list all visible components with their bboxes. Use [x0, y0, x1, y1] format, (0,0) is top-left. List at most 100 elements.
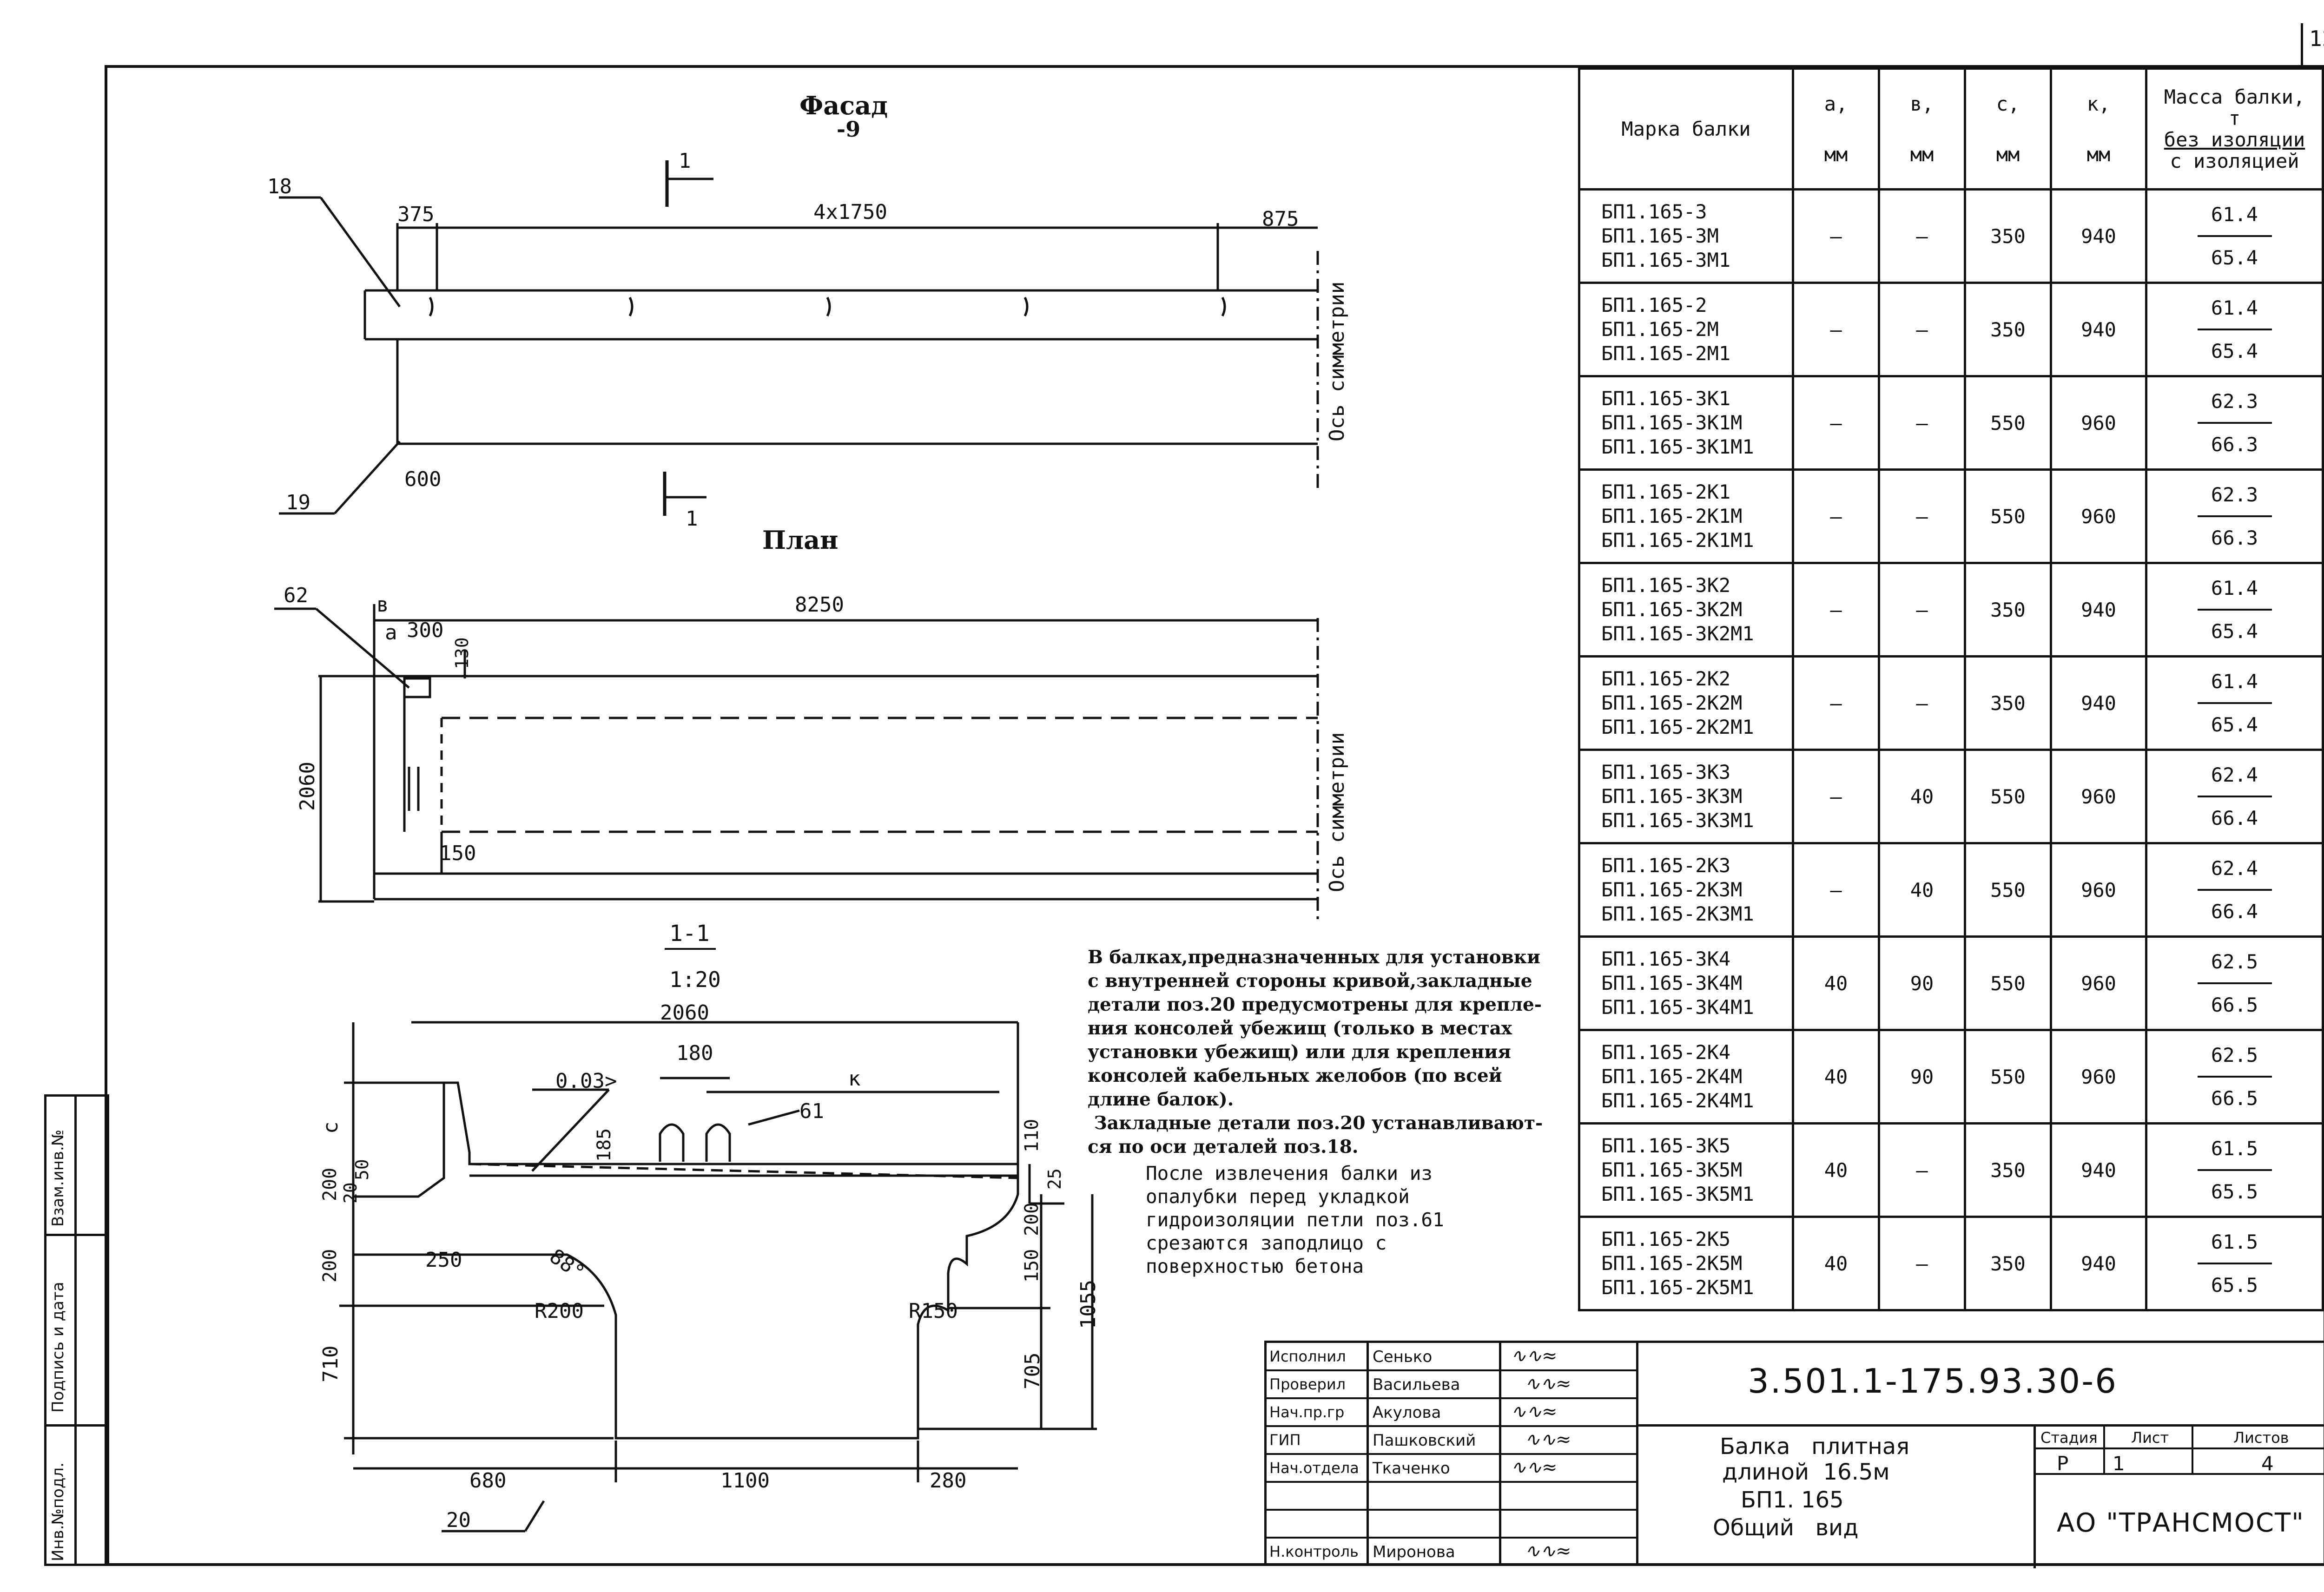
- stage-value: Р: [2057, 1452, 2069, 1475]
- stage-header: Стадия: [2040, 1429, 2098, 1447]
- cell-b: —: [1878, 282, 1966, 377]
- cell-k: 960: [2050, 1029, 2147, 1125]
- mass-with-insulation: 66.5: [2211, 1087, 2258, 1110]
- cell-k: 940: [2050, 655, 2147, 751]
- cell-c: 550: [1964, 935, 2052, 1031]
- cell-b: 90: [1878, 935, 1966, 1031]
- stamp-role: ГИП: [1269, 1431, 1301, 1449]
- mass-no-insulation: 61.4: [2197, 670, 2272, 704]
- col-c-label: с,: [1996, 92, 2020, 115]
- dim-r150: R150: [909, 1299, 958, 1323]
- cell-mark: БП1.165-3 БП1.165-3М БП1.165-3М1: [1578, 188, 1794, 284]
- cell-mark: БП1.165-2К1 БП1.165-2К1М БП1.165-2К1М1: [1578, 468, 1794, 564]
- dim-2060-section: 2060: [660, 1001, 709, 1025]
- col-k: к,мм: [2050, 67, 2147, 191]
- dim-150-plan: 150: [439, 842, 476, 865]
- sheet-header: Лист: [2131, 1429, 2169, 1447]
- mark-m1: БП1.165-3К4М1: [1601, 996, 1754, 1019]
- stamp-role: Исполнил: [1269, 1348, 1346, 1365]
- cell-k: 960: [2050, 842, 2147, 938]
- mass-with-insulation: 65.5: [2211, 1274, 2258, 1296]
- mass-no-insulation: 61.4: [2197, 577, 2272, 611]
- mark-m1: БП1.165-2К1М1: [1601, 529, 1754, 552]
- mass-no-insulation: 61.4: [2197, 296, 2272, 330]
- col-a: а,мм: [1792, 67, 1880, 191]
- table-row: БП1.165-3К3 БП1.165-3К3М БП1.165-3К3М1 —…: [1578, 749, 2324, 844]
- section-title-underline: [665, 948, 716, 950]
- cell-mass: 62.4 66.4: [2145, 749, 2324, 844]
- col-mass-no-insulation: без изоляции: [2164, 128, 2305, 151]
- cell-k: 960: [2050, 375, 2147, 471]
- cell-c: 550: [1964, 842, 2052, 938]
- mark-m1: БП1.165-3К5М1: [1601, 1183, 1754, 1205]
- doc-code: 3.501.1-175.93.30-6: [1748, 1362, 2118, 1401]
- mark-base: БП1.165-2: [1601, 294, 1707, 316]
- stamp-row-rule: [1267, 1481, 1636, 1483]
- sheets-value: 4: [2261, 1452, 2274, 1475]
- section-mark-bottom: 1: [686, 507, 698, 531]
- sidebar-replaced-inv: Взам.инв.№: [49, 1129, 67, 1227]
- plan-title: План: [762, 525, 838, 555]
- doc-desc-3: БП1. 165: [1741, 1487, 1844, 1513]
- col-mass-with-insulation: с изоляцией: [2170, 149, 2299, 172]
- mark-m: БП1.165-3К4М: [1601, 972, 1743, 994]
- doc-desc-1: Балка плитная: [1720, 1434, 1910, 1460]
- stamp-role: Нач.пр.гр: [1269, 1403, 1345, 1421]
- mark-m1: БП1.165-2К4М1: [1601, 1089, 1754, 1112]
- dim-250: 250: [425, 1248, 462, 1272]
- col-b-unit: мм: [1910, 143, 1934, 166]
- stamp-stage-rule-1: [2034, 1447, 2324, 1449]
- cell-mass: 61.4 65.4: [2145, 282, 2324, 377]
- mark-m: БП1.165-3К5М: [1601, 1158, 1743, 1181]
- dim-280: 280: [930, 1469, 967, 1493]
- cell-b: —: [1878, 468, 1966, 564]
- mass-no-insulation: 62.4: [2197, 857, 2272, 891]
- cell-b: 40: [1878, 842, 1966, 938]
- stamp-stage-col-2: [2192, 1424, 2193, 1473]
- mark-base: БП1.165-3К5: [1601, 1134, 1731, 1157]
- cell-mass: 62.5 66.5: [2145, 1029, 2324, 1125]
- slope-label: 0.03>: [555, 1069, 617, 1093]
- dim-4x1750: 4х1750: [813, 200, 887, 224]
- mass-with-insulation: 65.4: [2211, 340, 2258, 362]
- stamp-row-rule: [1267, 1397, 1636, 1399]
- stamp-row-rule: [1267, 1369, 1636, 1371]
- facade-subtitle: -9: [837, 117, 861, 142]
- doc-desc-2: длиной 16.5м: [1722, 1459, 1890, 1485]
- note-embedded-parts: В балках,предназначенных для установки с…: [1088, 947, 1543, 1158]
- stamp-name: Сенько: [1373, 1348, 1433, 1366]
- mark-m: БП1.165-2К3М: [1601, 878, 1743, 901]
- pos-19-label: 19: [286, 491, 310, 514]
- mass-no-insulation: 62.4: [2197, 763, 2272, 797]
- table-row: БП1.165-3К1 БП1.165-3К1М БП1.165-3К1М1 —…: [1578, 375, 2324, 471]
- dim-200-b: 200: [319, 1249, 341, 1283]
- sidebar-rule-1: [46, 1234, 107, 1236]
- signature-icon: ∿∿≈: [1525, 1540, 1571, 1562]
- mark-base: БП1.165-3К2: [1601, 574, 1731, 597]
- cell-mass: 62.5 66.5: [2145, 935, 2324, 1031]
- table-row: БП1.165-2К3 БП1.165-2К3М БП1.165-2К3М1 —…: [1578, 842, 2324, 938]
- dim-680: 680: [469, 1469, 507, 1493]
- table-row: БП1.165-3 БП1.165-3М БП1.165-3М1 — — 350…: [1578, 188, 2324, 284]
- table-row: БП1.165-3К4 БП1.165-3К4М БП1.165-3К4М1 4…: [1578, 935, 2324, 1031]
- mark-base: БП1.165-2К4: [1601, 1041, 1731, 1064]
- cell-mark: БП1.165-2К3 БП1.165-2К3М БП1.165-2К3М1: [1578, 842, 1794, 938]
- organization: АО "ТРАНСМОСТ": [2057, 1508, 2304, 1538]
- cell-mark: БП1.165-3К4 БП1.165-3К4М БП1.165-3К4М1: [1578, 935, 1794, 1031]
- table-row: БП1.165-2К4 БП1.165-2К4М БП1.165-2К4М1 4…: [1578, 1029, 2324, 1125]
- plan-axis-label: Ось симметрии: [1325, 732, 1349, 892]
- facade-title: Фасад: [799, 91, 888, 120]
- stamp-name: Акулова: [1373, 1403, 1441, 1422]
- signature-icon: ∿∿≈: [1511, 1401, 1558, 1422]
- cell-k: 940: [2050, 1122, 2147, 1218]
- mark-m: БП1.165-3К2М: [1601, 598, 1743, 621]
- cell-c: 550: [1964, 375, 2052, 471]
- cell-b: 40: [1878, 749, 1966, 844]
- pos-62-label: 62: [284, 584, 308, 607]
- col-mass-label: Масса балки,: [2164, 85, 2305, 108]
- dim-1055: 1055: [1076, 1280, 1100, 1329]
- page-number: 12: [2309, 26, 2324, 51]
- dim-1100: 1100: [720, 1469, 770, 1493]
- note-loops: После извлечения балки из опалубки перед…: [1146, 1162, 1444, 1277]
